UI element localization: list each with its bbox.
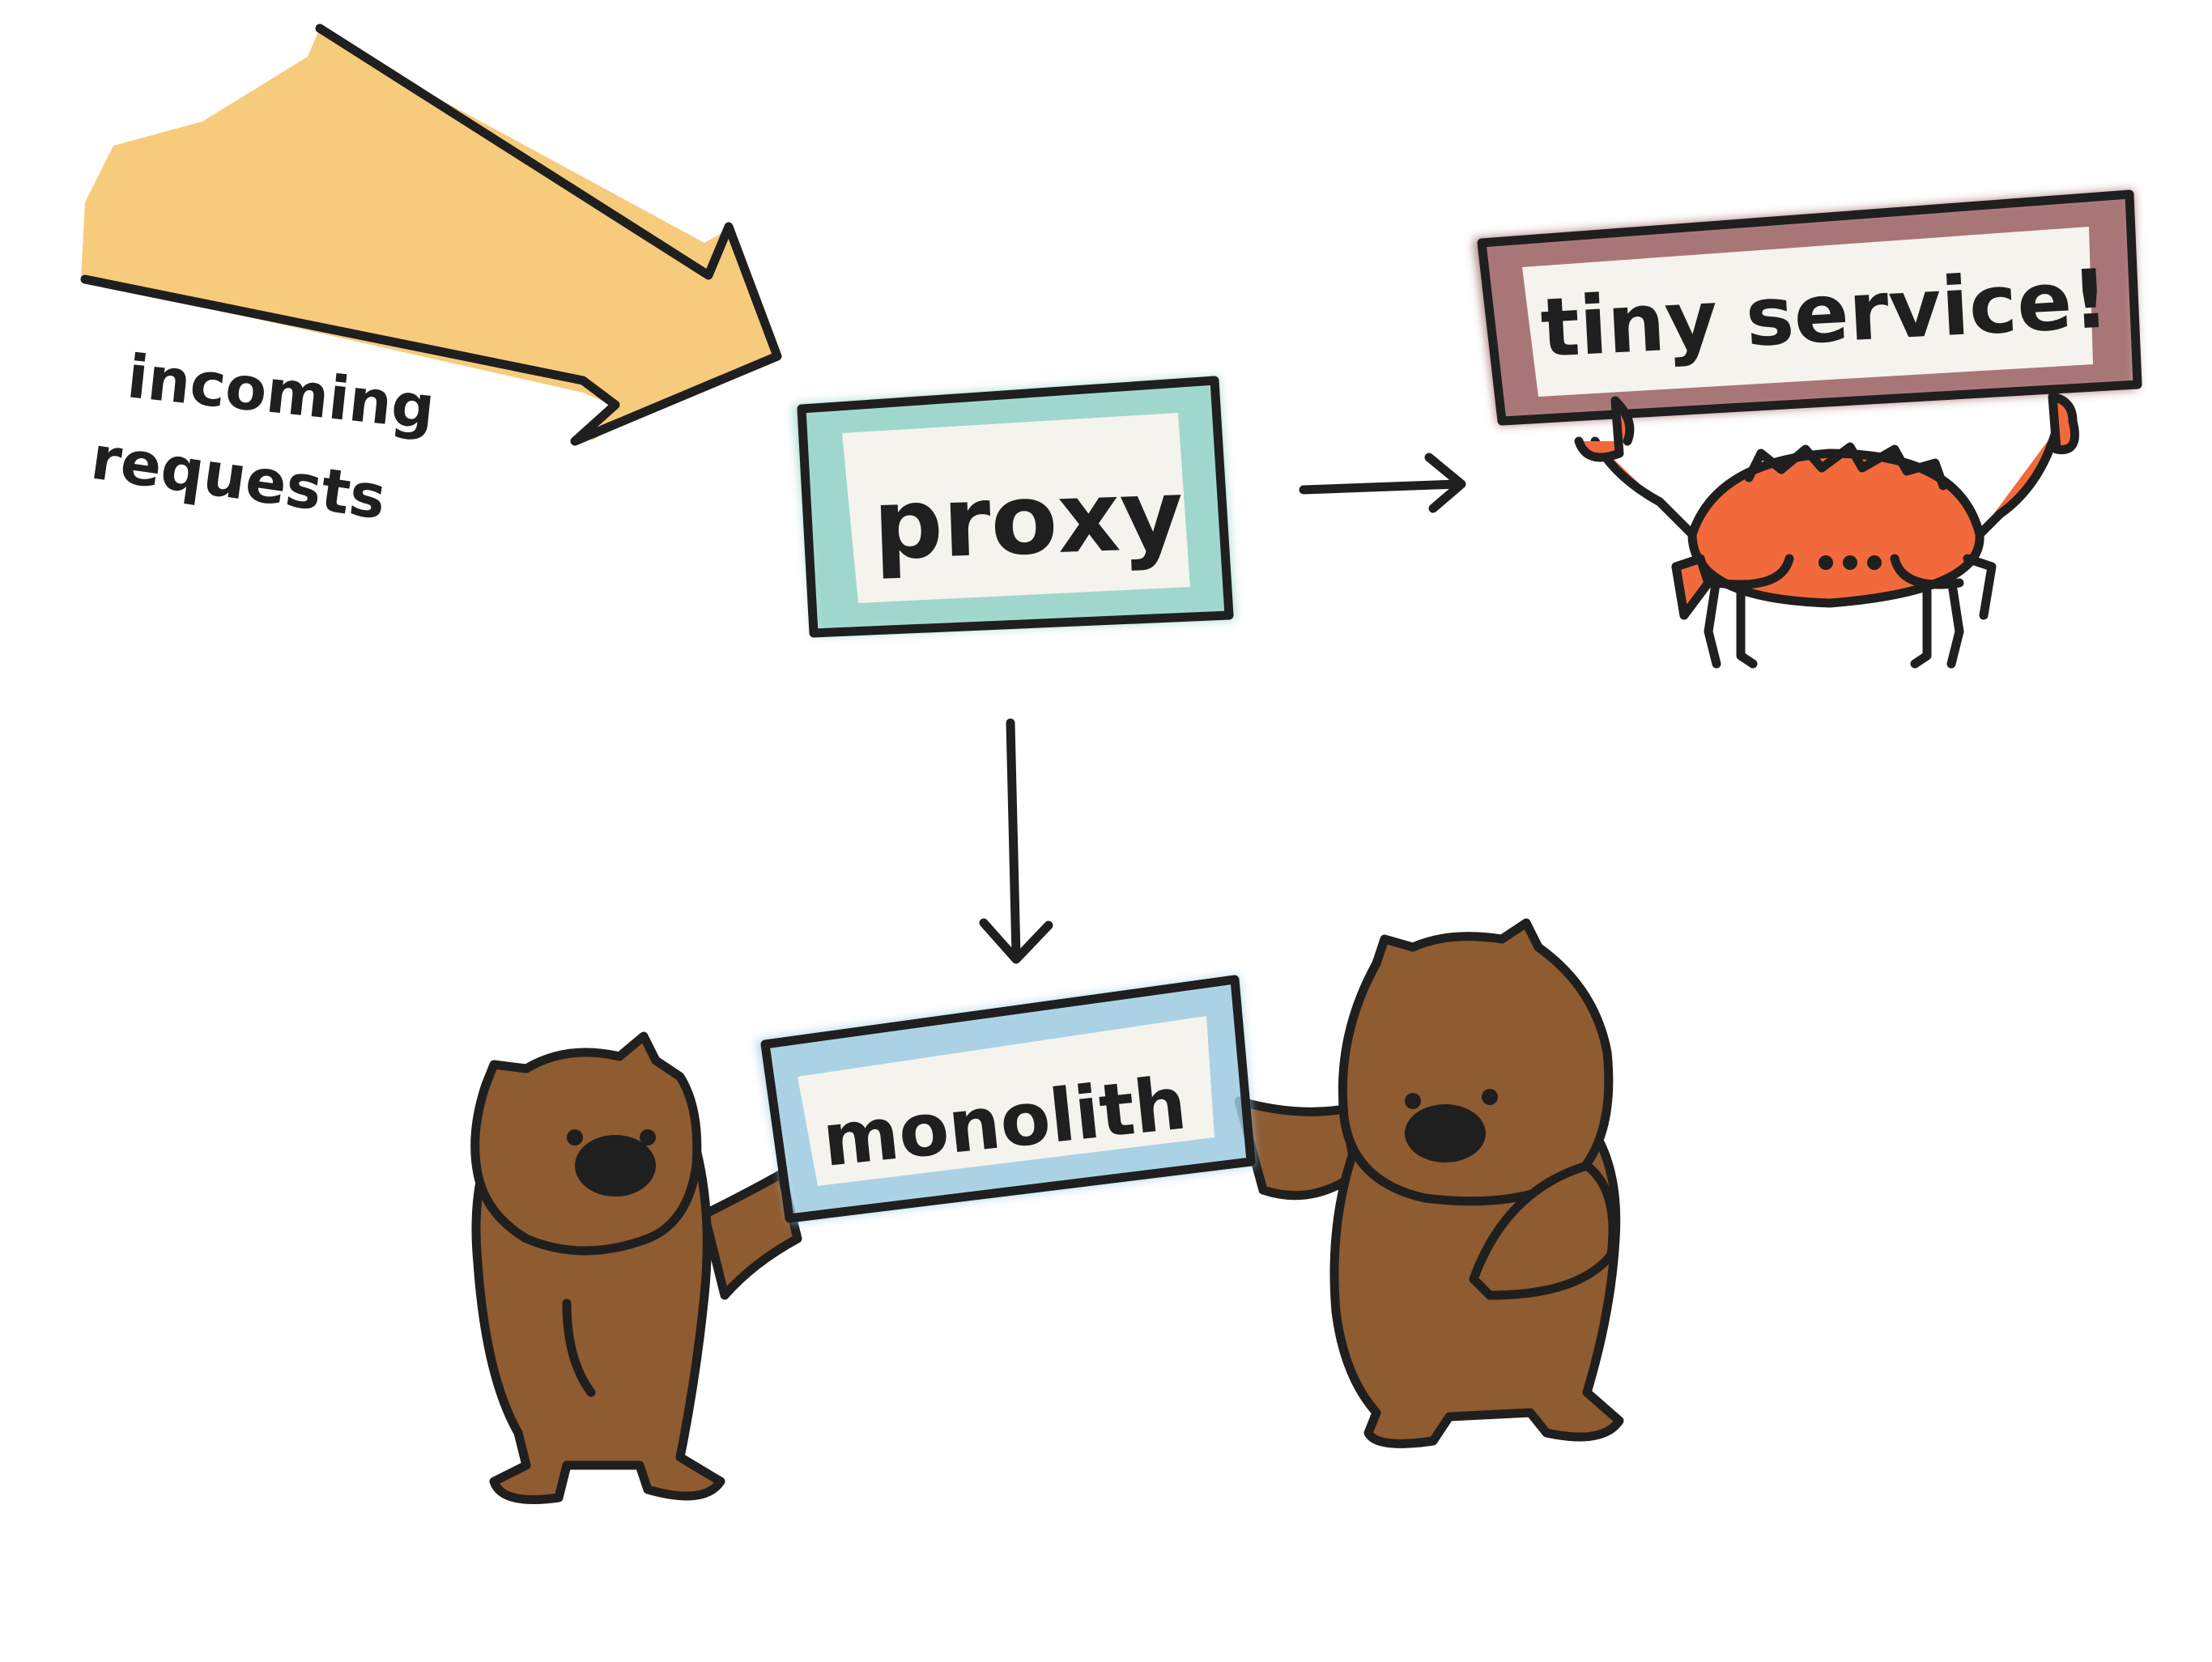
wombat-right-icon [1234,918,1624,1448]
incoming-label-line1: incoming [124,342,438,443]
monolith-box: monolith [757,975,1256,1223]
crab-icon [1574,392,2079,669]
tiny-service-box: tiny service! [1474,189,2142,426]
wombat-left-icon [470,1031,802,1504]
incoming-label-line2: requests [87,423,389,533]
proxy-box: proxy [793,376,1235,638]
arrow-to-monolith-icon [979,718,1053,964]
proxy-label: proxy [871,459,1185,582]
arrow-to-service-icon [1299,453,1466,513]
incoming-arrow-icon [80,23,782,446]
